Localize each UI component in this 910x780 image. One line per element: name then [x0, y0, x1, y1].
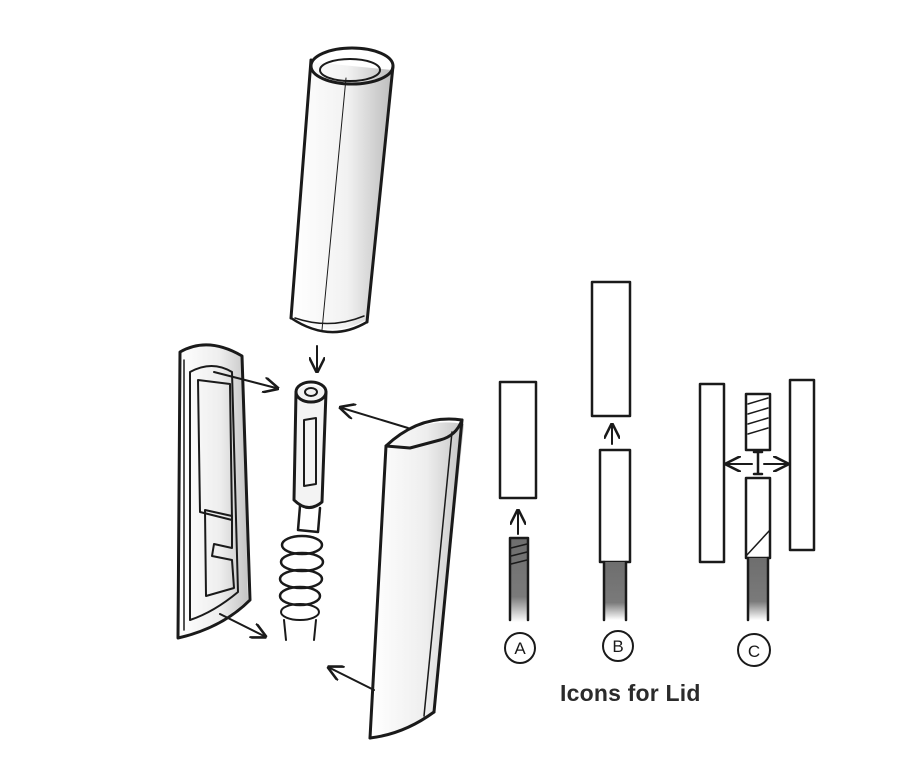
arrow-right-shell-to-core — [342, 408, 409, 429]
icon-b-label-circle — [602, 630, 634, 662]
icon-a-label-circle — [504, 632, 536, 664]
icon-a-label: A — [514, 639, 526, 658]
outer-sleeve-tube — [289, 46, 395, 334]
inner-core-piece — [278, 380, 328, 641]
left-half-shell — [176, 343, 252, 640]
icon-c-split-shells: C — [698, 378, 816, 667]
icon-b-label: B — [612, 637, 623, 656]
icon-c-label: C — [748, 642, 760, 661]
caption-title: Icons for Lid — [560, 680, 701, 706]
assembly-arrows — [213, 345, 409, 691]
right-half-shell — [368, 417, 464, 740]
icon-b-slide-sleeve: B — [590, 280, 634, 662]
icon-a-lift-cap: A — [498, 380, 538, 664]
arrow-left-shell-to-core — [213, 371, 276, 388]
arrow-left-shell-bottom — [219, 613, 264, 636]
icon-c-label-circle — [737, 633, 771, 667]
threaded-section — [278, 534, 325, 641]
arrow-right-shell-bottom — [330, 668, 375, 691]
